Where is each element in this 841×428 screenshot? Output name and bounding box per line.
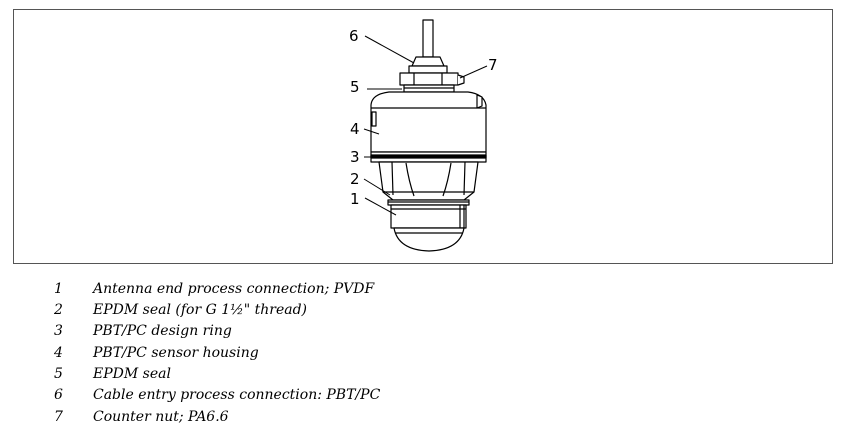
- design-ring: [370, 151, 487, 163]
- legend-item: 6 Cable entry process connection: PBT/PC: [0, 385, 841, 406]
- epdm-seal-thread: [387, 199, 470, 206]
- legend-item: 4 PBT/PC sensor housing: [0, 343, 841, 364]
- legend-item: 7 Counter nut; PA6.6: [0, 407, 841, 428]
- cable-entry: [408, 56, 448, 74]
- callout-2: 2: [350, 170, 360, 188]
- callout-6: 6: [349, 27, 359, 45]
- legend-text: PBT/PC design ring: [93, 323, 232, 339]
- counter-nut: [399, 72, 465, 86]
- callout-5: 5: [350, 78, 360, 96]
- leader-lines: [363, 35, 488, 216]
- callout-7: 7: [488, 56, 498, 74]
- lower-body: [378, 161, 479, 201]
- legend-number: 4: [54, 345, 63, 361]
- legend-number: 3: [54, 323, 63, 339]
- legend-text: PBT/PC sensor housing: [93, 345, 259, 361]
- epdm-seal-upper: [403, 84, 455, 93]
- legend-item: 5 EPDM seal: [0, 364, 841, 385]
- legend-text: Counter nut; PA6.6: [93, 409, 229, 425]
- legend-number: 7: [54, 409, 63, 425]
- legend-text: EPDM seal: [93, 366, 171, 382]
- callout-labels: 6 7 5 4 3 2 1: [349, 27, 498, 208]
- legend-text: Cable entry process connection: PBT/PC: [93, 387, 381, 403]
- legend-item: 1 Antenna end process connection; PVDF: [0, 279, 841, 300]
- sensor-drawing: 6 7 5 4 3 2 1: [349, 19, 498, 252]
- cable: [422, 19, 434, 58]
- legend-text: Antenna end process connection; PVDF: [93, 281, 375, 297]
- antenna-connection: [390, 204, 467, 252]
- legend-number: 5: [54, 366, 63, 382]
- legend-number: 1: [54, 281, 63, 297]
- sensor-housing: [370, 91, 487, 153]
- legend-item: 3 PBT/PC design ring: [0, 321, 841, 342]
- callout-4: 4: [350, 120, 360, 138]
- legend-text: EPDM seal (for G 1½" thread): [93, 302, 307, 318]
- callout-1: 1: [350, 190, 360, 208]
- figure-frame: 6 7 5 4 3 2 1: [13, 9, 833, 264]
- legend-number: 6: [54, 387, 63, 403]
- legend-item: 2 EPDM seal (for G 1½" thread): [0, 300, 841, 321]
- legend-number: 2: [54, 302, 63, 318]
- callout-3: 3: [350, 148, 360, 166]
